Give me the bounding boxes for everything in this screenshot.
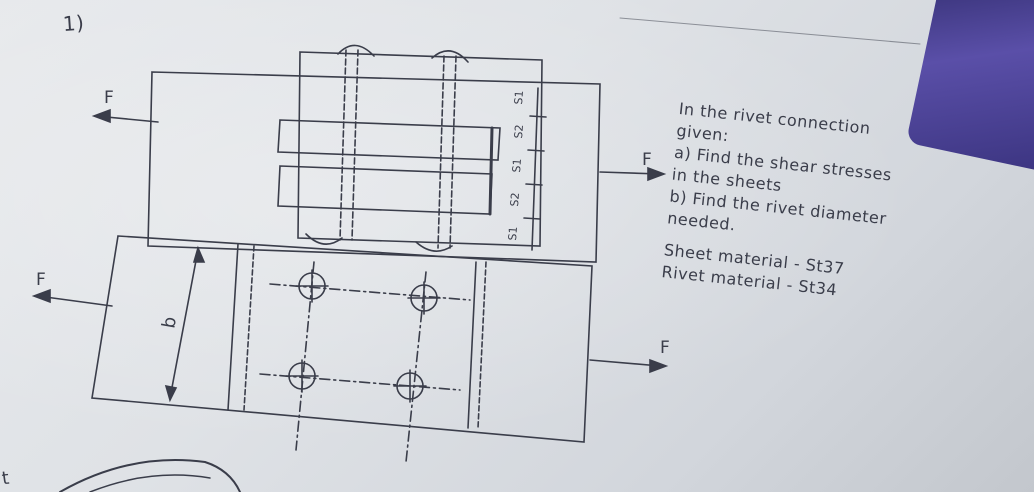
top-view-middle-plate: [297, 51, 543, 247]
dim-label-s2-a: S2: [512, 124, 526, 139]
dim-label-s1-a: S1: [512, 90, 526, 105]
bottom-view-plate: [91, 235, 593, 443]
problem-statement: In the rivet connection given: a) Find t…: [661, 98, 898, 306]
problem-number: 1): [62, 10, 86, 36]
dim-label-s2-b: S2: [508, 192, 522, 207]
force-label-bottom-left: F: [36, 270, 46, 290]
top-view-inner-strip-1: [277, 119, 501, 161]
force-label-bottom-right: F: [660, 338, 670, 358]
rivet-head-bottom-2: [415, 241, 453, 252]
rivet-head-top-2: [431, 50, 469, 63]
dim-label-s1-b: S1: [510, 158, 524, 173]
rivet-head-bottom-1: [305, 233, 343, 245]
dim-label-s1-c: S1: [506, 226, 520, 241]
top-view-inner-strip-2: [277, 165, 493, 215]
top-view-outer-plate: [147, 71, 601, 263]
rivet-head-top-1: [337, 44, 375, 57]
force-label-top-right: F: [642, 150, 652, 170]
force-label-top-left: F: [104, 88, 114, 108]
